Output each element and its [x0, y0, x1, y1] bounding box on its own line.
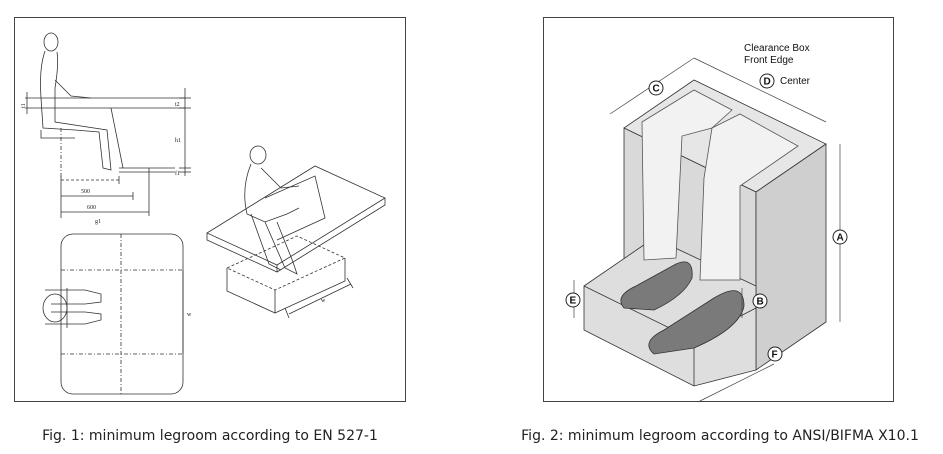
- seated-person-side-view: [40, 32, 112, 171]
- figure-1-frame: t1 t2 h1 f1 500 600 g1 w w: [14, 17, 406, 402]
- dim-t2: t2: [175, 102, 180, 108]
- marker-f-text: F: [772, 350, 778, 361]
- marker-a-text: A: [837, 233, 844, 244]
- marker-f: F: [767, 346, 783, 362]
- dim-t1: t1: [21, 103, 27, 108]
- figure-1-drawing: t1 t2 h1 f1 500 600 g1 w w: [21, 32, 386, 395]
- dim-h1: h1: [175, 138, 181, 144]
- dim-f1: f1: [175, 170, 180, 177]
- marker-b: B: [752, 293, 768, 309]
- marker-a: A: [832, 229, 848, 245]
- marker-b-text: B: [757, 297, 764, 308]
- shoes: [620, 261, 745, 355]
- dim-600: 600: [87, 205, 96, 211]
- figure-1-caption: Fig. 1: minimum legroom according to EN …: [42, 428, 378, 444]
- center-label: Center: [780, 76, 811, 87]
- marker-e: E: [565, 292, 581, 308]
- pants: [641, 89, 799, 281]
- figure-2-frame: Clearance Box Front Edge Center C D A B …: [543, 17, 894, 403]
- dim-w-top: w: [187, 312, 192, 318]
- dim-500: 500: [81, 189, 90, 195]
- seated-person-top-view: [42, 288, 102, 328]
- marker-c-text: C: [653, 84, 660, 95]
- dim-g1: g1: [95, 219, 101, 225]
- marker-d: D: [759, 73, 775, 89]
- front-edge-label: Front Edge: [744, 55, 794, 66]
- marker-e-text: E: [570, 296, 577, 307]
- marker-c: C: [648, 80, 664, 96]
- figure-2-caption: Fig. 2: minimum legroom according to ANS…: [521, 428, 919, 444]
- figure-2-drawing: Clearance Box Front Edge Center C D A B …: [565, 43, 848, 403]
- dim-w-iso: w: [321, 298, 326, 304]
- isometric-desk-with-person: [206, 145, 386, 319]
- clearance-box-label: Clearance Box: [744, 43, 810, 54]
- marker-d-text: D: [764, 77, 771, 88]
